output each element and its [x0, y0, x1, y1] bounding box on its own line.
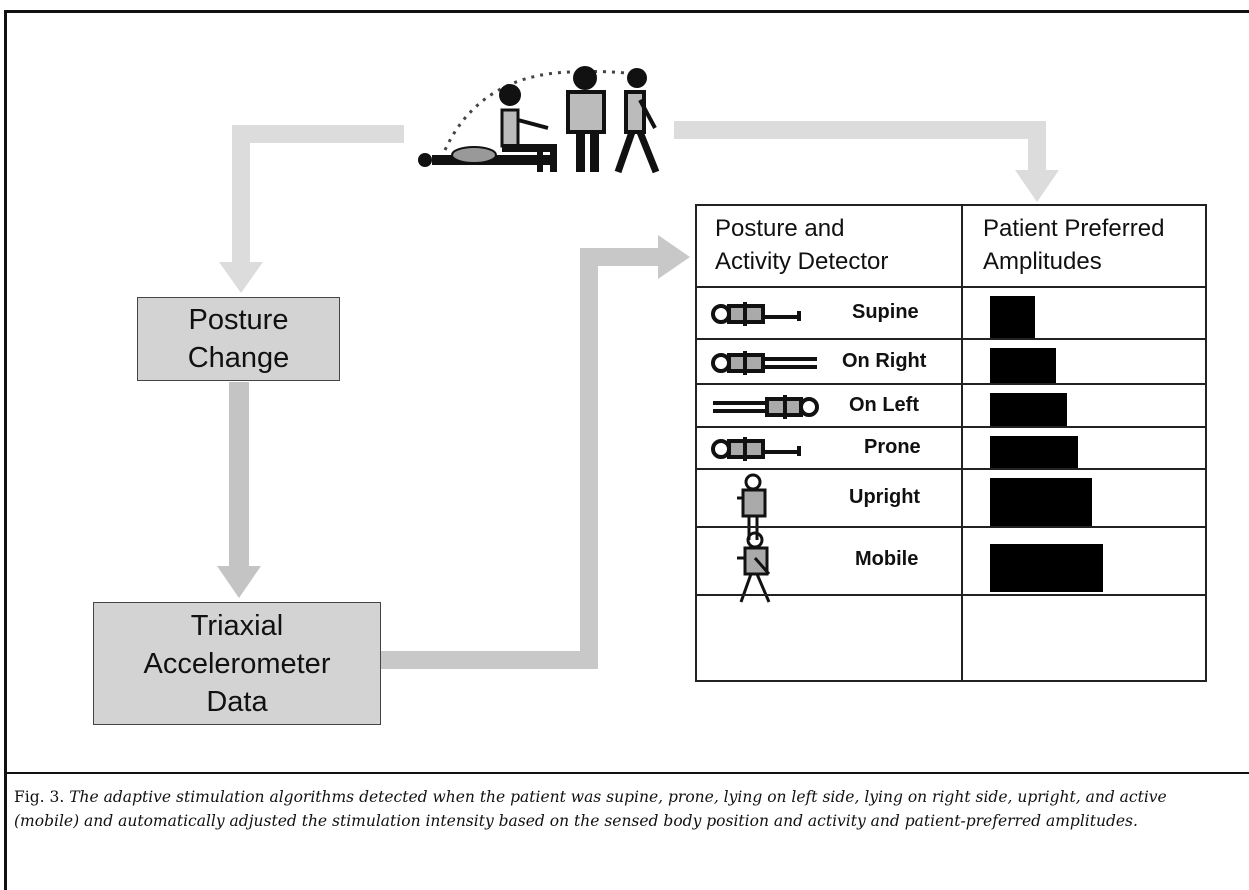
upright-posture-icon	[725, 472, 785, 547]
posture-label: Supine	[852, 301, 919, 323]
figure-caption: Fig. 3. The adaptive stimulation algorit…	[14, 785, 1234, 833]
table-header-right: Patient Preferred Amplitudes	[983, 212, 1164, 278]
caption-text: The adaptive stimulation algorithms dete…	[14, 788, 1167, 830]
figure-frame	[4, 10, 1249, 890]
amplitude-bar	[990, 296, 1035, 338]
posture-transition-figures	[418, 66, 660, 174]
arrow-to-posture-change	[219, 125, 404, 293]
amplitude-bar	[990, 544, 1103, 592]
amplitude-bar	[990, 478, 1092, 526]
accelerometer-line-2: Accelerometer	[143, 647, 331, 680]
posture-label: On Left	[849, 393, 919, 416]
table-row: Upright	[697, 470, 1205, 540]
table-row-divider	[697, 594, 1205, 596]
amplitude-bar	[990, 436, 1078, 468]
header-left-line-2: Activity Detector	[715, 248, 889, 275]
table-row: Mobile	[697, 528, 1205, 603]
table-row: On Right	[697, 340, 1205, 385]
table-row-divider	[697, 383, 1205, 385]
table-row-divider	[697, 468, 1205, 470]
table-header-left: Posture and Activity Detector	[715, 212, 888, 278]
header-right-line-1: Patient Preferred	[983, 215, 1165, 242]
table-row: Prone	[697, 428, 1205, 470]
prone-posture-icon	[709, 434, 819, 469]
table-row-divider	[697, 338, 1205, 340]
arrow-accelerometer-to-table	[381, 235, 690, 669]
posture-label: Prone	[864, 436, 921, 458]
posture-label: On Right	[842, 349, 927, 372]
caption-separator	[4, 772, 1249, 774]
header-right-line-2: Amplitudes	[983, 248, 1102, 275]
table-row-divider	[697, 286, 1205, 288]
arrow-to-table	[674, 121, 1059, 202]
on-left-posture-icon	[709, 392, 829, 427]
table-row: Supine	[697, 288, 1205, 340]
mobile-posture-icon	[725, 530, 785, 610]
arrow-posture-to-accelerometer	[217, 382, 261, 598]
table-row: On Left	[697, 385, 1205, 428]
header-left-line-1: Posture and	[715, 215, 845, 242]
posture-label: Mobile	[855, 548, 919, 570]
accelerometer-line-3: Data	[206, 685, 268, 718]
posture-label: Upright	[849, 486, 921, 508]
on-right-posture-icon	[709, 348, 829, 383]
supine-posture-icon	[709, 299, 819, 334]
caption-prefix: Fig. 3.	[14, 788, 70, 806]
table-column-divider	[961, 206, 963, 680]
table-row-divider	[697, 426, 1205, 428]
posture-change-box: Posture Change	[137, 297, 340, 381]
amplitude-bar	[990, 393, 1067, 426]
table-row-divider	[697, 526, 1205, 528]
amplitude-bar	[990, 348, 1056, 383]
posture-amplitude-table: Posture and Activity Detector Patient Pr…	[695, 204, 1207, 682]
accelerometer-line-1: Triaxial	[190, 609, 284, 642]
accelerometer-box: Triaxial Accelerometer Data	[93, 602, 381, 725]
posture-change-line-2: Change	[187, 342, 290, 374]
posture-change-line-1: Posture	[188, 304, 289, 336]
